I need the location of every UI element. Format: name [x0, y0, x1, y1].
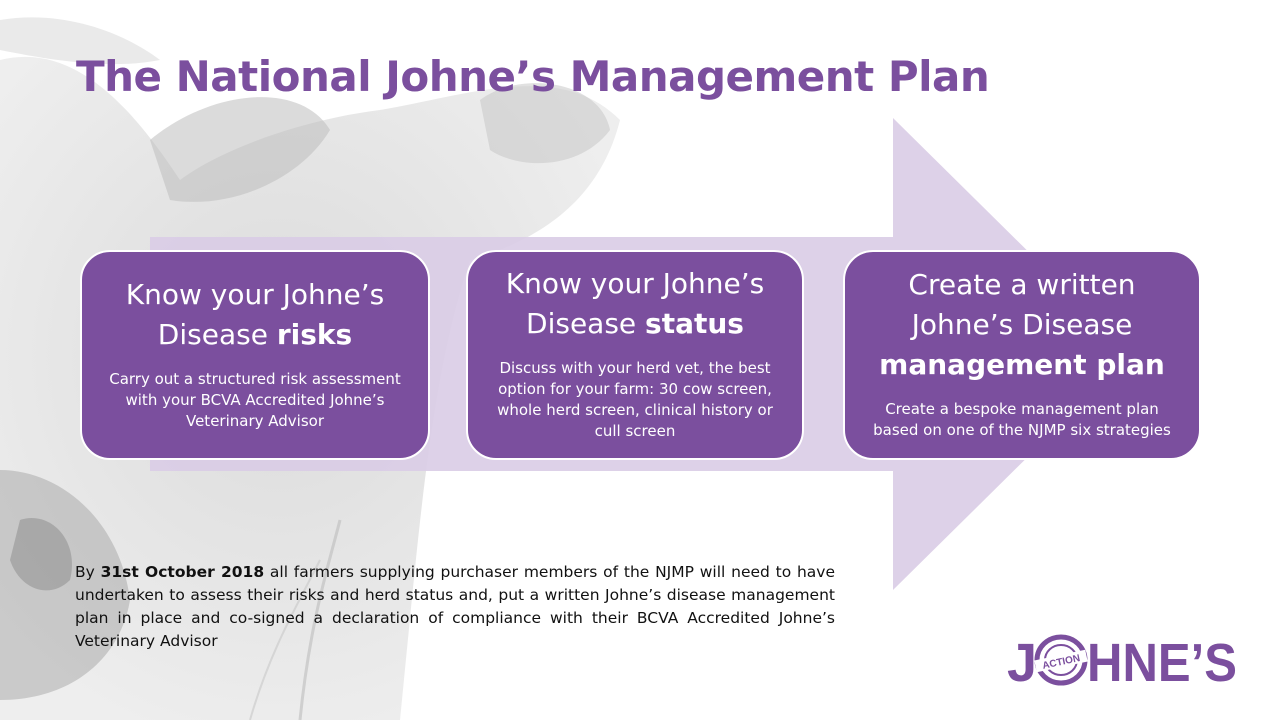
step-description: Carry out a structured risk assessment w…	[109, 369, 401, 430]
step-heading-line: Disease	[526, 307, 646, 340]
deadline-note: By 31st October 2018 all farmers supplyi…	[75, 561, 835, 653]
logo-letter-j: J	[1007, 633, 1037, 690]
step-description: Create a bespoke management plan based o…	[873, 400, 1171, 439]
step-heading-line: Create a written	[908, 268, 1136, 301]
step-heading-line: Disease	[157, 317, 277, 351]
action-johnes-logo: J ACTION HNE’S	[1007, 633, 1237, 690]
step-heading-line: Know your Johne’s	[505, 267, 765, 300]
step-card-status: Know your Johne’s Disease status Discuss…	[466, 250, 804, 460]
step-heading-keyword: management plan	[879, 348, 1165, 381]
step-heading-line: Johne’s Disease	[911, 308, 1133, 341]
note-deadline-date: 31st October 2018	[100, 563, 265, 581]
step-heading: Know your Johne’s Disease status	[506, 264, 765, 344]
step-description: Discuss with your herd vet, the best opt…	[497, 359, 773, 440]
page-title: The National Johne’s Management Plan	[76, 52, 990, 101]
step-heading: Create a written Johne’s Disease managem…	[879, 265, 1165, 385]
step-heading: Know your Johne’s Disease risks	[126, 275, 385, 355]
logo-wordmark: HNE’S	[1087, 633, 1237, 690]
note-body: all farmers supplying purchaser members …	[75, 563, 836, 650]
step-heading-keyword: status	[645, 307, 744, 340]
step-card-risks: Know your Johne’s Disease risks Carry ou…	[80, 250, 430, 460]
step-card-management-plan: Create a written Johne’s Disease managem…	[843, 250, 1201, 460]
logo-action-badge: ACTION	[1034, 634, 1088, 686]
step-heading-keyword: risks	[276, 317, 353, 351]
note-lead: By	[75, 563, 101, 581]
step-heading-line: Know your Johne’s	[125, 277, 385, 311]
